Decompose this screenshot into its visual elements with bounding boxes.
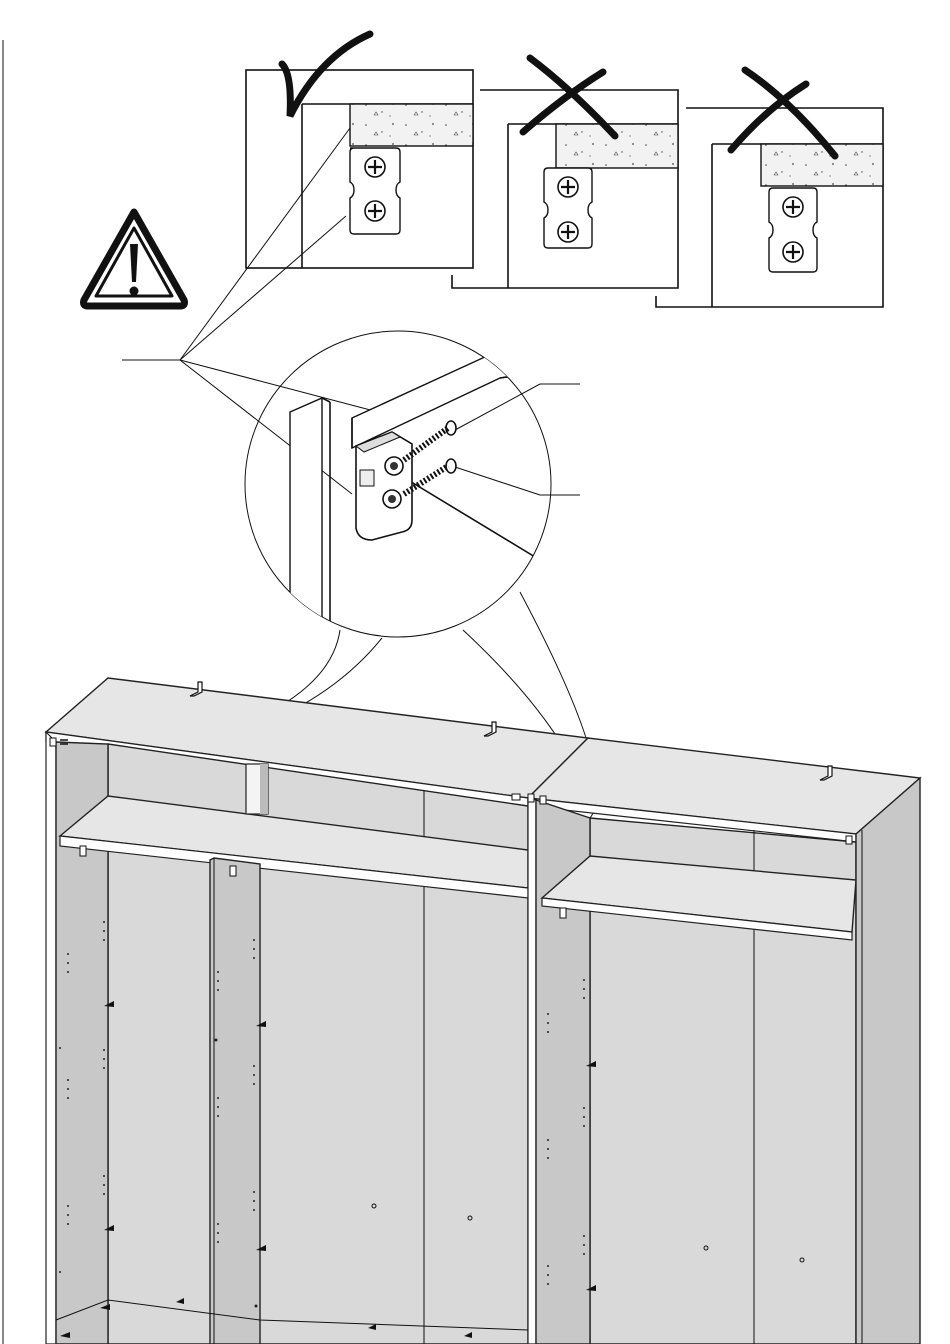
bracket-part	[356, 432, 412, 540]
divider-panel	[210, 858, 260, 1344]
screw-icon	[404, 421, 456, 460]
detail-view-wrong-2	[656, 70, 883, 307]
bracket-part	[350, 148, 400, 234]
warning-triangle-icon	[84, 212, 185, 306]
cross-mark-icon	[731, 70, 835, 156]
detail-view-correct	[246, 34, 473, 268]
wardrobe-illustration	[46, 678, 920, 1344]
top-panel-section	[350, 104, 473, 146]
side-panel-right	[856, 778, 920, 1344]
detail-view-wrong-1	[452, 58, 678, 288]
